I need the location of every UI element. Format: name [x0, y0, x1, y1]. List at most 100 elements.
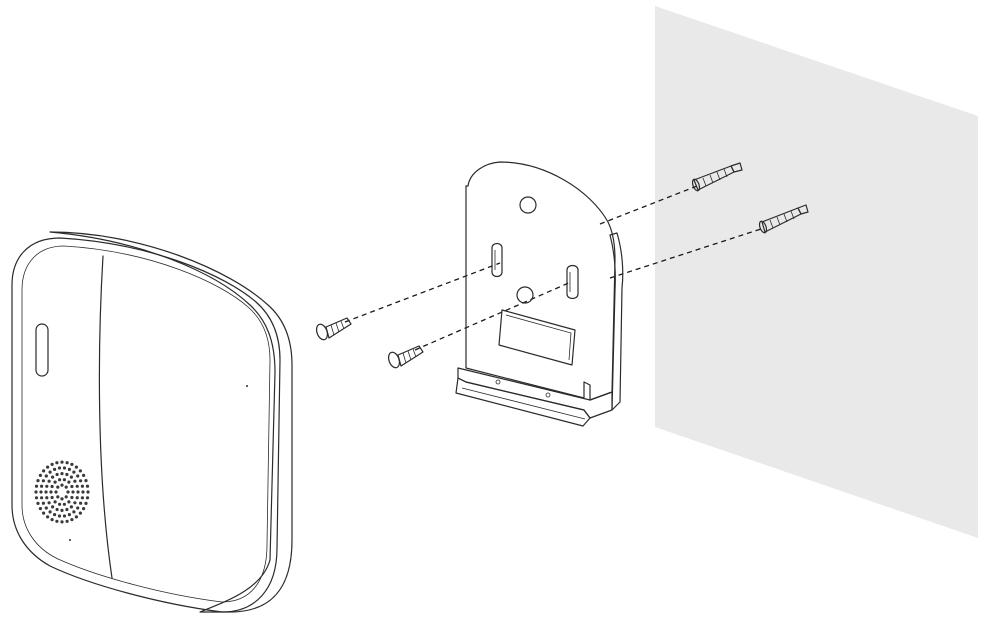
- screw-lower: [387, 345, 424, 369]
- grille-hole: [84, 479, 88, 483]
- screw-upper: [315, 317, 352, 341]
- grille-hole: [46, 515, 50, 519]
- grille-hole: [41, 479, 46, 483]
- grille-hole: [79, 501, 83, 505]
- grille-hole: [67, 480, 71, 484]
- device: [11, 231, 293, 613]
- grille-hole: [48, 510, 52, 514]
- grille-hole: [46, 465, 50, 469]
- grille-hole: [40, 484, 44, 488]
- grille-hole: [74, 515, 78, 519]
- grille-hole: [60, 483, 64, 487]
- grille-hole: [73, 479, 77, 483]
- grille-hole: [64, 485, 68, 489]
- grille-hole: [64, 495, 68, 499]
- grille-hole: [78, 511, 82, 515]
- grille-hole: [65, 507, 69, 512]
- wall: [655, 6, 978, 538]
- grille-hole: [76, 490, 80, 494]
- grille-hole: [55, 519, 59, 523]
- grille-hole: [85, 496, 90, 500]
- grille-hole: [70, 462, 74, 466]
- grille-hole: [73, 501, 77, 505]
- grille-hole: [65, 472, 69, 477]
- grille-hole: [57, 466, 62, 470]
- grille-hole: [50, 495, 54, 500]
- grille-hole: [62, 502, 66, 506]
- grille-hole: [62, 514, 67, 518]
- grille-hole: [82, 473, 86, 477]
- grille-hole: [53, 500, 57, 504]
- grille-hole: [53, 513, 57, 517]
- grille-hole: [58, 502, 62, 506]
- mounting-bracket: [455, 161, 624, 427]
- grille-hole: [70, 484, 74, 489]
- grille-hole: [67, 467, 71, 471]
- grille-hole: [55, 507, 59, 512]
- grille-hole: [51, 475, 55, 479]
- alignment-guides: [344, 185, 765, 351]
- grille-hole: [55, 472, 59, 477]
- grille-hole: [76, 474, 80, 478]
- grille-hole: [51, 505, 55, 509]
- grille-hole: [65, 461, 69, 465]
- grille-hole: [42, 511, 46, 515]
- grille-hole: [54, 490, 58, 494]
- grille-hole: [50, 518, 54, 522]
- grille-hole: [72, 510, 76, 514]
- speaker-grille: [34, 460, 90, 524]
- grille-hole: [75, 496, 79, 500]
- grille-hole: [36, 479, 40, 483]
- grille-hole: [36, 501, 40, 505]
- grille-hole: [47, 501, 51, 505]
- grille-hole: [80, 484, 84, 488]
- grille-hole: [67, 513, 71, 517]
- grille-hole: [62, 478, 66, 482]
- grille-hole: [85, 484, 90, 488]
- grille-hole: [39, 490, 43, 494]
- grille-hole: [81, 490, 85, 494]
- grille-hole: [47, 479, 51, 483]
- grille-hole: [45, 484, 49, 488]
- grille-hole: [86, 490, 90, 494]
- grille-hole: [45, 496, 49, 500]
- grille-hole: [60, 508, 64, 512]
- grille-hole: [34, 490, 38, 494]
- grille-hole: [44, 474, 48, 478]
- grille-hole: [55, 461, 59, 465]
- grille-hole: [40, 496, 44, 500]
- grille-hole: [78, 469, 82, 473]
- grille-hole: [58, 478, 62, 482]
- grille-hole: [60, 472, 64, 476]
- grille-hole: [38, 507, 43, 511]
- grille-hole: [53, 467, 57, 471]
- grille-hole: [48, 470, 52, 474]
- grille-hole: [72, 470, 76, 474]
- grille-hole: [50, 484, 54, 489]
- grille-hole: [65, 519, 69, 523]
- grille-hole: [60, 497, 64, 501]
- grille-hole: [69, 505, 73, 509]
- grille-hole: [70, 495, 74, 500]
- grille-hole: [34, 484, 39, 488]
- grille-hole: [44, 490, 48, 494]
- grille-hole: [49, 490, 53, 494]
- grille-hole: [60, 460, 64, 464]
- grille-hole: [66, 490, 70, 494]
- grille-hole: [44, 506, 48, 510]
- grille-hole: [75, 484, 79, 488]
- grille-hole: [60, 520, 64, 524]
- wall-anchor-lower: [758, 204, 809, 234]
- grille-hole: [74, 465, 78, 469]
- grille-hole: [53, 480, 57, 484]
- grille-hole: [80, 496, 84, 500]
- grille-hole: [56, 485, 60, 489]
- grille-hole: [76, 506, 80, 510]
- grille-hole: [69, 475, 73, 479]
- grille-hole: [79, 479, 83, 483]
- grille-hole: [34, 496, 39, 500]
- grille-hole: [84, 501, 88, 505]
- grille-hole: [70, 518, 74, 522]
- grille-hole: [38, 473, 43, 477]
